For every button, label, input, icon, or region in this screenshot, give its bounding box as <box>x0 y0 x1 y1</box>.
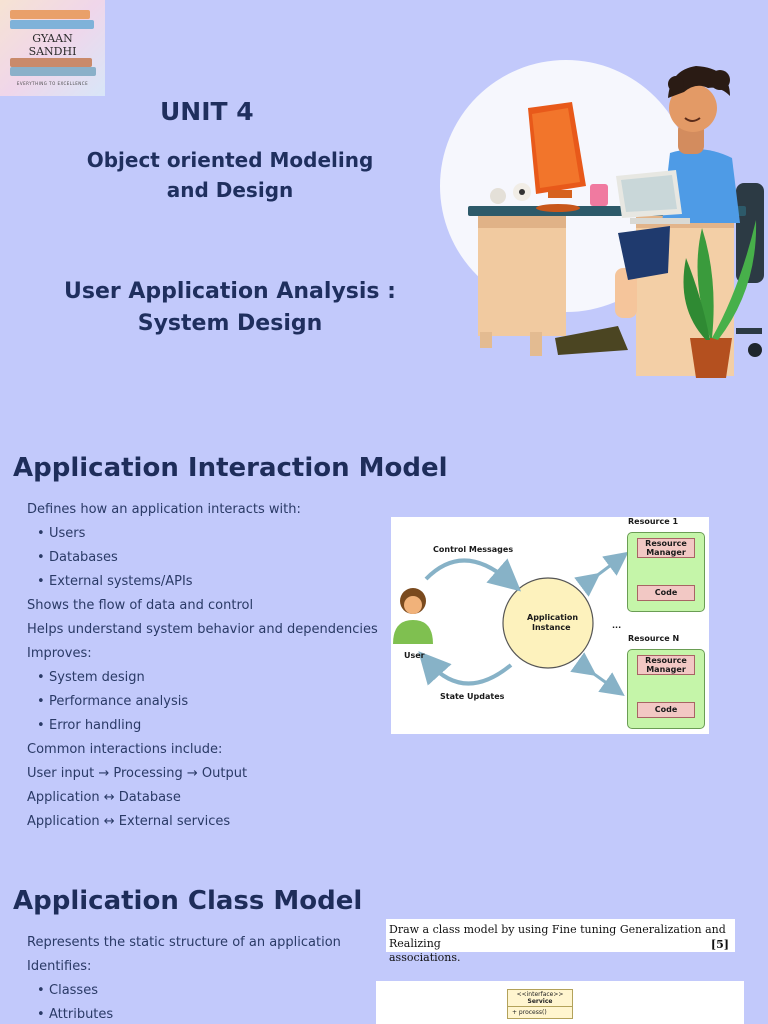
exam-question-line1: Draw a class model by using Fine tuning … <box>389 923 726 950</box>
section-title-class-model: Application Class Model <box>13 886 363 916</box>
interface-class-box: <<interface>> Service + process() <box>507 989 573 1019</box>
interaction-model-line-9: Error handling <box>37 718 141 733</box>
interaction-model-diagram: Control Messages State Updates User Appl… <box>391 517 709 734</box>
class-model-line-1: Identifies: <box>27 959 92 974</box>
class-model-line-0: Represents the static structure of an ap… <box>27 935 341 950</box>
interface-header: <<interface>> Service <box>508 990 572 1007</box>
resource-1-box: Resource Manager Code <box>627 532 705 612</box>
developer-at-desk-illustration <box>440 60 764 378</box>
interaction-model-line-0: Defines how an application interacts wit… <box>27 502 301 517</box>
resource-manager-1: Resource Manager <box>637 538 695 558</box>
interaction-model-line-5: Helps understand system behavior and dep… <box>27 622 378 637</box>
app-instance-label-2: Instance <box>532 623 571 632</box>
state-updates-label: State Updates <box>440 692 505 701</box>
class-model-line-2: Classes <box>37 983 98 998</box>
interaction-model-line-4: Shows the flow of data and control <box>27 598 254 613</box>
unit-heading: UNIT 4 <box>160 97 254 126</box>
interaction-model-line-2: Databases <box>37 550 118 565</box>
gyaan-sandhi-logo: GYAAN SANDHI EVERYTHING TO EXCELLENCE <box>0 0 105 96</box>
exam-question-line2: associations. <box>389 951 461 964</box>
resource-manager-1-line1: Resource <box>645 539 687 548</box>
code-box-n: Code <box>637 702 695 718</box>
interaction-model-line-1: Users <box>37 526 86 541</box>
interface-name: Service <box>527 998 553 1005</box>
logo-text-line2: SANDHI <box>28 45 77 58</box>
logo-tagline: EVERYTHING TO EXCELLENCE <box>16 81 89 86</box>
interaction-model-line-7: System design <box>37 670 145 685</box>
interaction-model-line-8: Performance analysis <box>37 694 188 709</box>
subject-title-line2: and Design <box>166 178 294 202</box>
resource-manager-n-line2: Manager <box>646 665 686 674</box>
interface-method: + process() <box>512 1009 547 1016</box>
interface-stereotype: <<interface>> <box>516 991 564 998</box>
interaction-model-line-12: Application ↔ Database <box>27 790 181 805</box>
logo-text-line1: GYAAN <box>32 32 73 45</box>
app-instance-label-1: Application <box>527 613 579 622</box>
class-model-line-3: Attributes <box>37 1007 113 1022</box>
subject-title-line1: Object oriented Modeling <box>86 148 374 172</box>
topic-title-line1: User Application Analysis : <box>64 279 396 304</box>
resource-1-label: Resource 1 <box>628 517 679 526</box>
user-label: User <box>404 651 425 660</box>
class-diagram-image: <<interface>> Service + process() <box>376 981 744 1024</box>
control-messages-label: Control Messages <box>433 545 514 554</box>
resource-manager-n: Resource Manager <box>637 655 695 675</box>
interaction-model-line-10: Common interactions include: <box>27 742 223 757</box>
exam-question-marks: [5] <box>710 938 729 951</box>
interaction-model-line-3: External systems/APIs <box>37 574 193 589</box>
code-box-1: Code <box>637 585 695 601</box>
resource-manager-n-line1: Resource <box>645 656 687 665</box>
section-title-interaction-model: Application Interaction Model <box>13 453 448 483</box>
ellipsis-label: ... <box>612 621 622 630</box>
interaction-model-line-11: User input → Processing → Output <box>27 766 248 781</box>
interaction-model-line-6: Improves: <box>27 646 92 661</box>
resource-n-box: Resource Manager Code <box>627 649 705 729</box>
resource-manager-1-line2: Manager <box>646 548 686 557</box>
topic-title-line2: System Design <box>137 311 323 336</box>
resource-n-label: Resource N <box>628 634 680 643</box>
interaction-model-line-13: Application ↔ External services <box>27 814 231 829</box>
exam-question-box: Draw a class model by using Fine tuning … <box>386 919 735 964</box>
